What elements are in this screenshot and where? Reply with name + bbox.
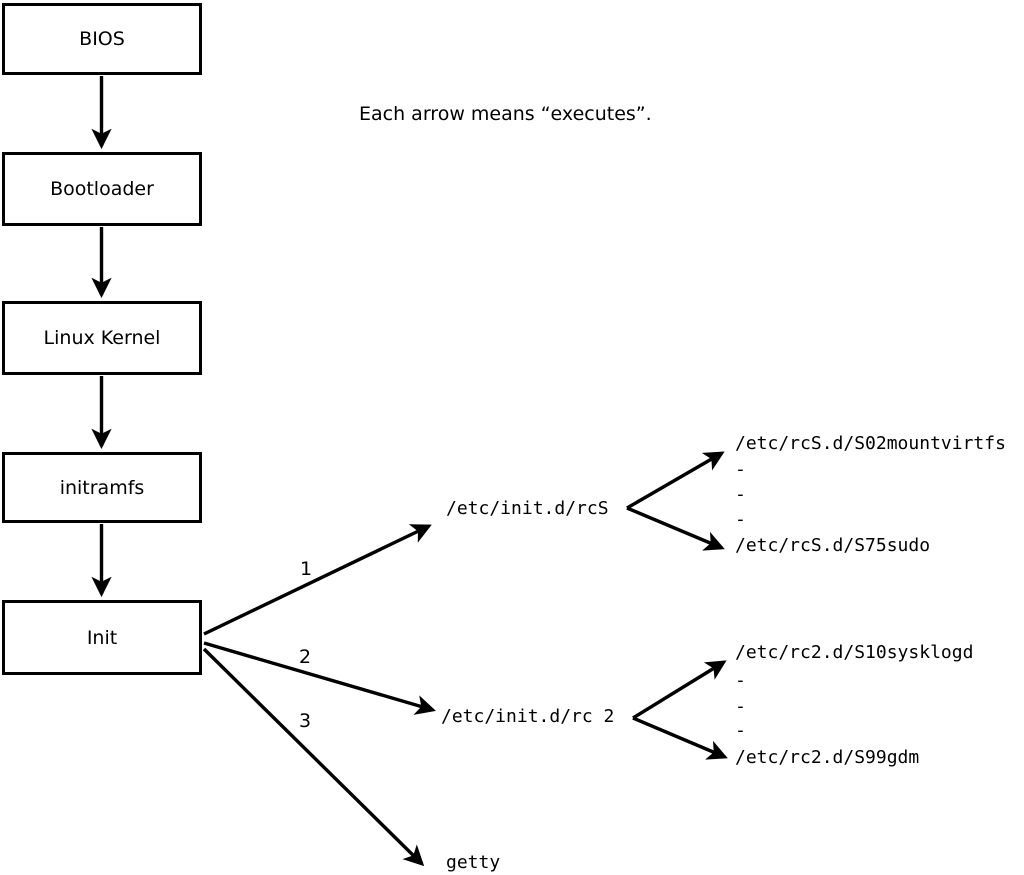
- arrow-init-to-getty: [202, 647, 425, 867]
- branch-1-child-3: -: [735, 509, 746, 530]
- branch-3-target-label: getty: [446, 852, 501, 873]
- branch-3-number: 3: [298, 710, 312, 732]
- flow-box-initramfs: initramfs: [2, 452, 202, 523]
- arrow-rcs-to-s02mountvirtfs: [626, 451, 725, 510]
- branch-2-child-4: /etc/rc2.d/S99gdm: [735, 747, 920, 768]
- flow-box-bootloader: Bootloader: [2, 152, 202, 226]
- branch-1-child-0: /etc/rcS.d/S02mountvirtfs: [735, 433, 1006, 454]
- branch-2-child-1: -: [735, 670, 746, 691]
- arrow-rcs-to-s75sudo: [626, 506, 725, 551]
- diagram-caption: Each arrow means “executes”.: [359, 103, 652, 125]
- branch-2-number: 2: [298, 646, 312, 668]
- arrow-init-to-rc2: [203, 641, 436, 715]
- branch-1-target-label: /etc/init.d/rcS: [446, 498, 609, 519]
- arrow-rc2-to-s10sysklogd: [632, 660, 727, 720]
- arrow-rc2-to-s99gdm: [632, 716, 728, 760]
- branch-2-child-3: -: [735, 720, 746, 741]
- branch-1-number: 1: [299, 558, 313, 580]
- flow-box-bios: BIOS: [2, 3, 202, 75]
- branch-2-child-2: -: [735, 696, 746, 717]
- flow-box-linux-kernel: Linux Kernel: [2, 301, 202, 375]
- flow-box-init: Init: [2, 600, 202, 675]
- branch-1-child-2: -: [735, 484, 746, 505]
- arrow-init-to-rcs: [203, 524, 432, 636]
- branch-2-target-label: /etc/init.d/rc 2: [441, 706, 615, 727]
- branch-1-child-4: /etc/rcS.d/S75sudo: [735, 535, 931, 556]
- branch-2-child-0: /etc/rc2.d/S10sysklogd: [735, 642, 974, 663]
- branch-1-child-1: -: [735, 459, 746, 480]
